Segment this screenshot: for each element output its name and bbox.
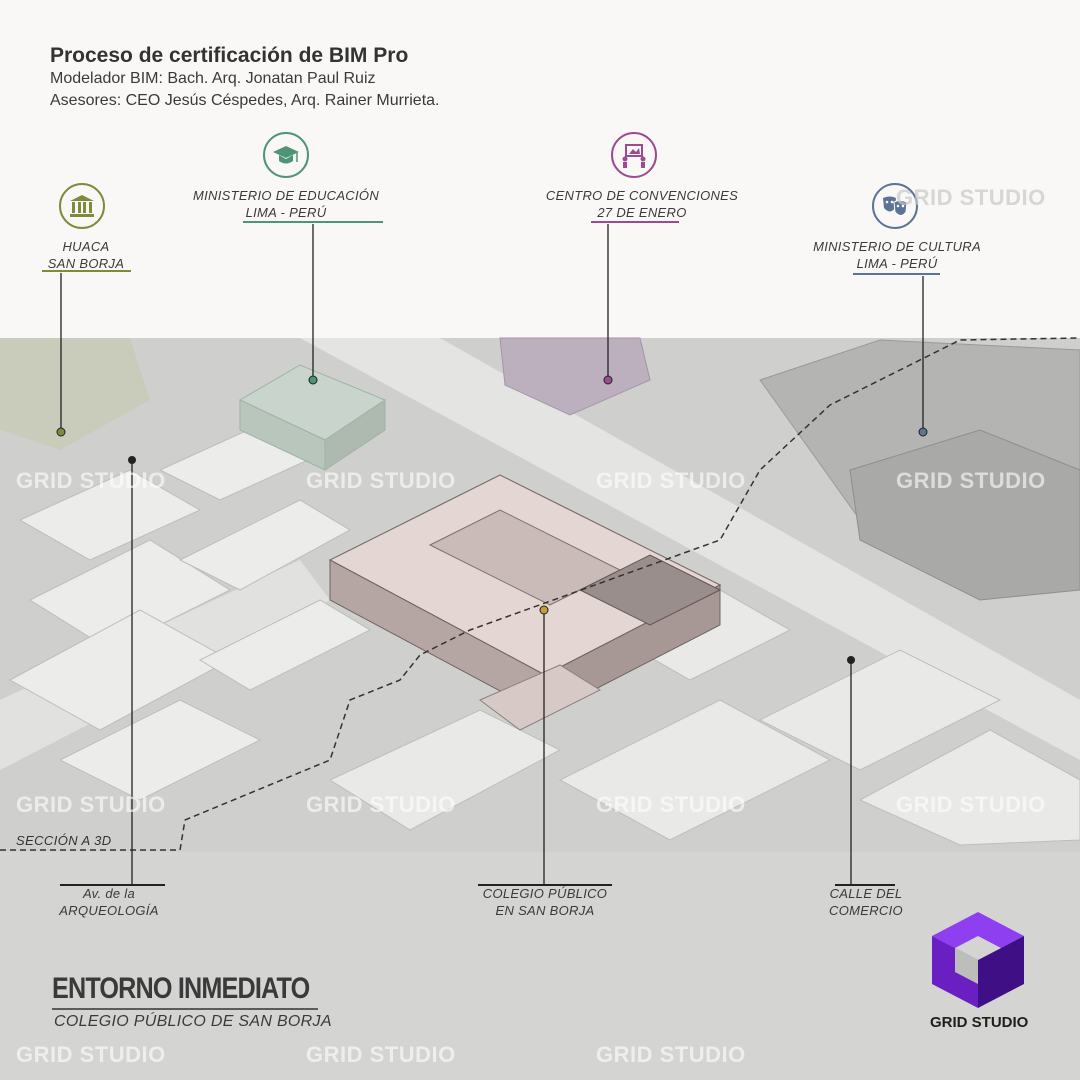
watermark: GRID STUDIO: [896, 792, 1046, 817]
landmark-label-line: CENTRO DE CONVENCIONES: [545, 188, 739, 203]
watermark: GRID STUDIO: [306, 468, 456, 493]
street-label-line: ARQUEOLOGÍA: [59, 903, 159, 918]
street-label-arqueologia: Av. de la ARQUEOLOGÍA: [59, 885, 158, 919]
graduation-cap-icon: [263, 132, 309, 178]
convention-centre-building: [499, 337, 651, 416]
watermark: GRID STUDIO: [596, 468, 746, 493]
watermark: GRID STUDIO: [596, 1042, 746, 1067]
brand-name: GRID STUDIO: [930, 1014, 1029, 1031]
landmark-label-culture-ministry: MINISTERIO DE CULTURA LIMA - PERÚ: [813, 238, 981, 272]
street-label-comercio: CALLE DEL COMERCIO: [829, 885, 903, 919]
avenue-road: [300, 338, 1080, 760]
watermark: GRID STUDIO: [16, 468, 166, 493]
advisors-credit: Asesores: CEO Jesús Céspedes, Arq. Raine…: [50, 92, 440, 109]
watermark: GRID STUDIO: [16, 1042, 166, 1067]
education-ministry-building: [238, 364, 387, 471]
landmark-label-education-ministry: MINISTERIO DE EDUCACIÓN LIMA - PERÚ: [193, 187, 379, 221]
street-label-line: COMERCIO: [829, 903, 903, 918]
street-label-line: Av. de la: [82, 886, 136, 901]
leader-dots: [56, 375, 928, 664]
landmark-label-line: MINISTERIO DE CULTURA: [813, 239, 981, 254]
watermark: GRID STUDIO: [896, 468, 1046, 493]
section-cut-line: [0, 337, 1080, 851]
section-label: SECCIÓN A 3D: [16, 833, 112, 848]
school-building: [328, 474, 722, 731]
landmark-underlines: [42, 221, 940, 275]
footer-title: ENTORNO INMEDIATO: [52, 972, 310, 1005]
landmark-label-line: LIMA - PERÚ: [856, 256, 938, 271]
convention-icon: [611, 132, 657, 178]
landmark-label-convention-centre: CENTRO DE CONVENCIONES 27 DE ENERO: [546, 187, 738, 221]
landmark-label-line: MINISTERIO DE EDUCACIÓN: [192, 188, 380, 203]
theatre-masks-icon: [872, 183, 918, 229]
page-title: Proceso de certificación de BIM Pro: [50, 44, 409, 67]
landmark-label-huaca: HUACA SAN BORJA: [48, 238, 124, 272]
leader-lines: [60, 224, 924, 885]
landmark-label-line: 27 DE ENERO: [597, 205, 687, 220]
watermark: GRID STUDIO: [596, 792, 746, 817]
right-block-masses: [328, 589, 1080, 846]
modeler-credit: Modelador BIM: Bach. Arq. Jonatan Paul R…: [50, 70, 376, 87]
header-band: [0, 0, 1080, 338]
watermark: GRID STUDIO: [306, 792, 456, 817]
street-label-line: EN SAN BORJA: [495, 903, 595, 918]
footer-subtitle: COLEGIO PÚBLICO DE SAN BORJA: [54, 1013, 332, 1030]
huaca-area: [0, 338, 150, 450]
grid-studio-logo: [932, 912, 1024, 1008]
watermark: GRID STUDIO: [16, 792, 166, 817]
street-label-line: COLEGIO PÚBLICO: [482, 886, 608, 901]
upper-right-masses: [759, 339, 1080, 601]
landmark-label-line: HUACA: [62, 239, 110, 254]
watermark: GRID STUDIO: [896, 185, 1046, 210]
watermark: GRID STUDIO: [306, 1042, 456, 1067]
street-label-colegio: COLEGIO PÚBLICO EN SAN BORJA: [483, 885, 607, 919]
landmark-label-line: SAN BORJA: [47, 256, 125, 271]
landmark-label-line: LIMA - PERÚ: [245, 205, 327, 220]
street-label-line: CALLE DEL: [829, 886, 903, 901]
temple-icon: [59, 183, 105, 229]
footer-band: [0, 852, 1080, 1080]
